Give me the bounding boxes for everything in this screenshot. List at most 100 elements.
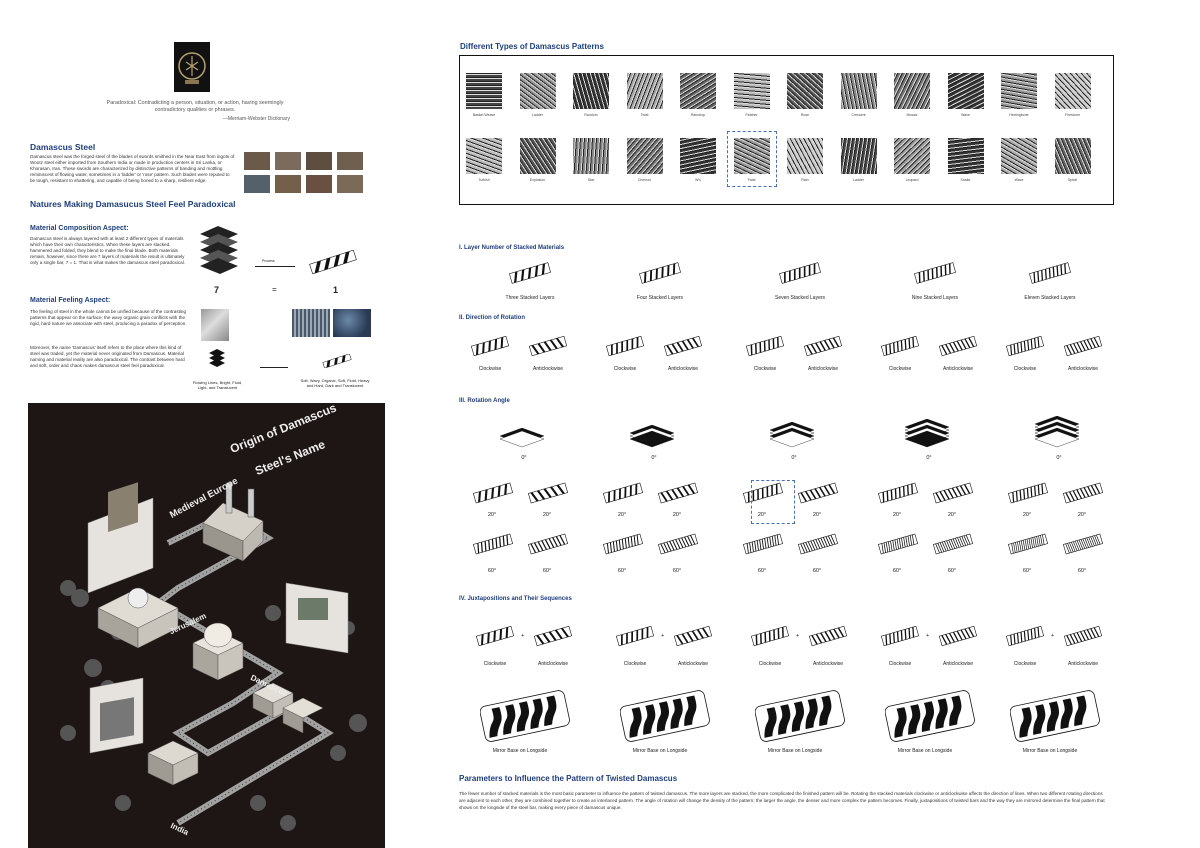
pattern-swatch[interactable]	[1054, 138, 1091, 174]
pattern-swatch[interactable]	[733, 138, 770, 174]
pattern-swatch[interactable]	[1001, 138, 1037, 174]
twisted-bar-20[interactable]	[1062, 482, 1104, 509]
stack-label: Four Stacked Layers	[636, 295, 684, 301]
anticlockwise-bar[interactable]	[803, 335, 843, 362]
material-title: Material Composition Aspect:	[30, 225, 129, 232]
twisted-bar[interactable]	[1028, 262, 1072, 289]
clockwise-bar[interactable]	[745, 335, 785, 362]
twisted-bar[interactable]	[913, 262, 957, 289]
clockwise-bar[interactable]	[1005, 625, 1045, 652]
pattern-swatch[interactable]	[519, 73, 556, 109]
pattern-swatch[interactable]	[787, 73, 823, 109]
twisted-bar-60[interactable]	[602, 533, 644, 560]
anticlockwise-bar[interactable]	[528, 335, 568, 362]
clockwise-bar[interactable]	[750, 625, 790, 652]
anticlockwise-bar[interactable]	[808, 625, 848, 652]
eq-left: 7	[214, 285, 220, 295]
pattern-swatch-label: Rain	[801, 178, 809, 182]
anticlockwise-bar[interactable]	[673, 625, 713, 652]
angle-label: 20°	[892, 512, 902, 518]
pattern-swatch[interactable]	[840, 73, 877, 109]
angle-label: 0°	[1056, 455, 1062, 461]
pattern-swatch[interactable]	[680, 138, 716, 174]
twisted-bar-20[interactable]	[877, 482, 919, 509]
angle-label: 60°	[812, 568, 822, 574]
twisted-bar-60[interactable]	[877, 533, 919, 560]
twisted-bar-60[interactable]	[932, 533, 974, 560]
anticlockwise-label: Anticlockwise	[532, 366, 563, 372]
anticlockwise-bar[interactable]	[938, 335, 978, 362]
twisted-bar-20[interactable]	[657, 482, 699, 509]
twisted-bar[interactable]	[638, 262, 682, 289]
twisted-bar-20[interactable]	[742, 482, 784, 509]
clockwise-bar[interactable]	[470, 335, 510, 362]
juxtaposed-block[interactable]	[1009, 690, 1100, 749]
twisted-bar-20[interactable]	[527, 482, 569, 509]
pattern-swatch[interactable]	[573, 138, 609, 174]
pattern-swatch-label: Spiral	[1068, 178, 1077, 182]
juxtaposed-block[interactable]	[754, 690, 845, 749]
pattern-swatch[interactable]	[466, 73, 502, 109]
twisted-bar[interactable]	[778, 262, 822, 289]
anticlockwise-label: Anticlockwise	[677, 661, 708, 667]
pattern-swatch[interactable]	[680, 73, 716, 109]
twisted-bar[interactable]	[508, 262, 552, 289]
stack-label: Seven Stacked Layers	[774, 295, 826, 301]
angle-label: 20°	[1077, 512, 1087, 518]
anticlockwise-bar[interactable]	[938, 625, 978, 652]
twisted-bar-20[interactable]	[932, 482, 974, 509]
pattern-swatch[interactable]	[1001, 73, 1037, 109]
pattern-swatch[interactable]	[894, 73, 930, 109]
twisted-bar-60[interactable]	[527, 533, 569, 560]
pattern-swatch-label: Ladder	[532, 113, 543, 117]
angle-label: 60°	[1022, 568, 1032, 574]
pattern-swatch[interactable]	[519, 138, 556, 174]
anticlockwise-bar[interactable]	[1063, 625, 1103, 652]
params-text: The fewer number of stacked materials is…	[459, 791, 1105, 810]
anticlockwise-bar[interactable]	[1063, 335, 1103, 362]
clockwise-label: Clockwise	[623, 661, 647, 667]
pattern-swatch-label: Crescent	[851, 113, 866, 117]
pattern-swatch[interactable]	[840, 138, 877, 174]
juxtaposed-block[interactable]	[619, 690, 710, 749]
clockwise-bar[interactable]	[880, 625, 920, 652]
pattern-swatch-label: Twist	[640, 113, 649, 117]
twisted-bar-20[interactable]	[1007, 482, 1049, 509]
clockwise-bar[interactable]	[605, 335, 645, 362]
pattern-swatch[interactable]	[787, 138, 823, 174]
pattern-swatch[interactable]	[626, 73, 663, 109]
pattern-swatch[interactable]	[1054, 73, 1091, 109]
twisted-bar-60[interactable]	[1007, 533, 1049, 560]
twisted-bar-20[interactable]	[472, 482, 514, 509]
clockwise-bar[interactable]	[475, 625, 515, 652]
anticlockwise-bar[interactable]	[533, 625, 573, 652]
damascus-text: Damascus steel was the forged steel of t…	[30, 154, 235, 183]
twisted-bar-20[interactable]	[797, 482, 839, 509]
anticlockwise-bar[interactable]	[663, 335, 703, 362]
clockwise-bar[interactable]	[880, 335, 920, 362]
clockwise-label: Clockwise	[1013, 661, 1037, 667]
pattern-swatch[interactable]	[733, 73, 770, 109]
pattern-swatch[interactable]	[947, 73, 984, 109]
process-arrow-label: Process	[262, 259, 275, 263]
pattern-swatch[interactable]	[573, 73, 609, 109]
feeling-text-1: The feeling of steel in the whole cannot…	[30, 309, 187, 326]
pattern-swatch[interactable]	[466, 138, 502, 174]
juxtaposed-block[interactable]	[884, 690, 975, 749]
angle-label: 20°	[947, 512, 957, 518]
pattern-swatch[interactable]	[947, 138, 984, 174]
twisted-bar-60[interactable]	[657, 533, 699, 560]
pattern-swatch[interactable]	[626, 138, 663, 174]
twisted-bar-60[interactable]	[742, 533, 784, 560]
pattern-swatch[interactable]	[894, 138, 930, 174]
clockwise-bar[interactable]	[1005, 335, 1045, 362]
twisted-bar-60[interactable]	[1062, 533, 1104, 560]
angle-label: 0°	[926, 455, 932, 461]
clockwise-bar[interactable]	[615, 625, 655, 652]
juxtaposed-block[interactable]	[479, 690, 570, 749]
twisted-bar-20[interactable]	[602, 482, 644, 509]
selection-highlight	[751, 480, 795, 524]
twisted-bar-60[interactable]	[472, 533, 514, 560]
anticlockwise-label: Anticlockwise	[942, 661, 973, 667]
twisted-bar-60[interactable]	[797, 533, 839, 560]
